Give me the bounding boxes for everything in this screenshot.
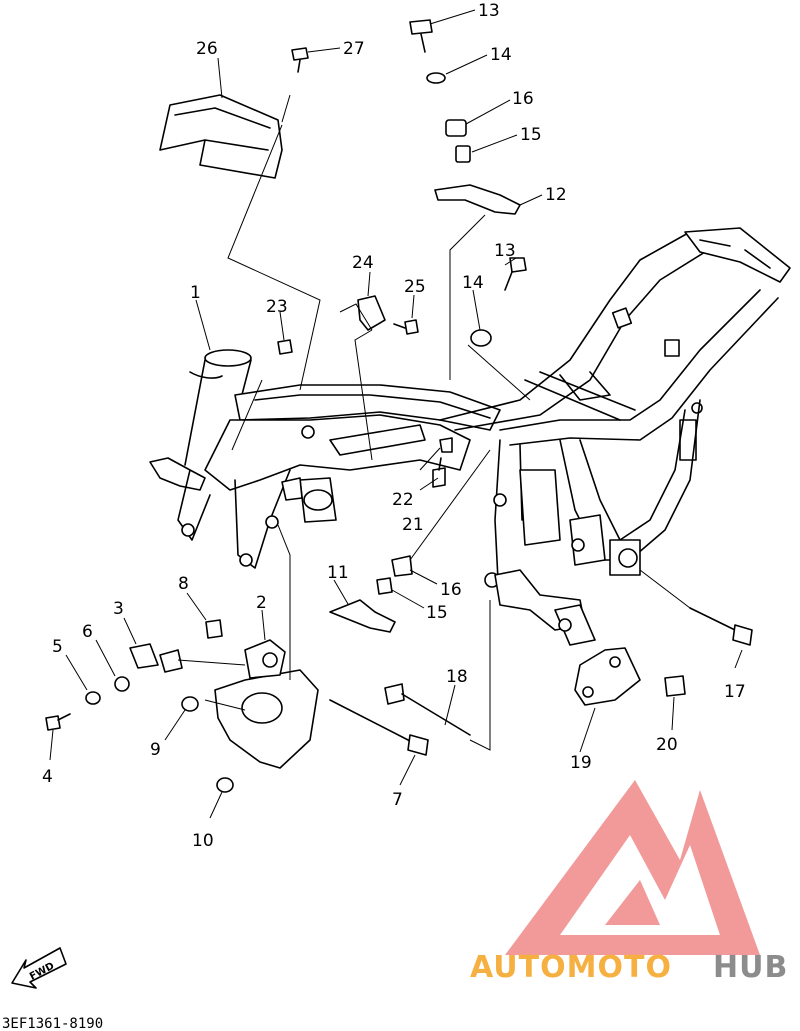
callout-27: 27	[343, 39, 365, 59]
callout-15: 15	[426, 603, 448, 623]
watermark-logo	[505, 780, 760, 955]
callout-8: 8	[178, 574, 189, 594]
callout-1: 1	[190, 283, 201, 303]
callout-25: 25	[404, 277, 426, 297]
callout-23: 23	[266, 297, 288, 317]
leader-lines	[49, 9, 743, 819]
callout-7: 7	[392, 790, 403, 810]
callout-11: 11	[327, 563, 349, 583]
callout-14-top: 14	[490, 45, 512, 65]
small-parts	[45, 19, 753, 793]
callout-16-top: 16	[512, 89, 534, 109]
brand-text-automoto: AUTOMOTO	[470, 950, 672, 985]
callout-14: 14	[462, 273, 484, 293]
callout-labels: 26 27 13 14 16 15 12 13 14 24 25 23 1 22…	[42, 1, 746, 851]
callout-10: 10	[192, 831, 214, 851]
callout-26: 26	[196, 39, 218, 59]
callout-3: 3	[113, 599, 124, 619]
callout-2: 2	[256, 593, 267, 613]
callout-4: 4	[42, 767, 53, 787]
callout-20: 20	[656, 735, 678, 755]
callout-12: 12	[545, 185, 567, 205]
callout-16: 16	[440, 580, 462, 600]
callout-13: 13	[494, 241, 516, 261]
callout-17: 17	[724, 682, 746, 702]
callout-24: 24	[352, 253, 374, 273]
callout-22: 22	[392, 490, 414, 510]
callout-19: 19	[570, 753, 592, 773]
callout-6: 6	[82, 622, 93, 642]
main-frame	[149, 227, 791, 646]
callout-5: 5	[52, 637, 63, 657]
callout-13-top: 13	[478, 1, 500, 21]
watermark-brand: AUTOMOTO HUB	[470, 950, 788, 985]
callout-9: 9	[150, 740, 161, 760]
frame-cover-part-26	[159, 94, 283, 179]
callout-15-top: 15	[520, 125, 542, 145]
forward-direction-arrow: FWD	[11, 947, 67, 989]
brand-text-hub: HUB	[713, 950, 788, 985]
callout-18: 18	[446, 667, 468, 687]
callout-21: 21	[402, 515, 424, 535]
drawing-code: 3EF1361-8190	[2, 1016, 103, 1031]
